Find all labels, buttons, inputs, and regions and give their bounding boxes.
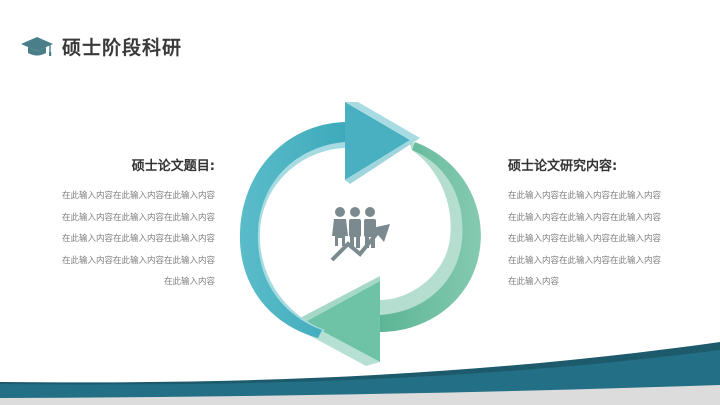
text-line: 在此输入内容在此输入内容在此输入内容 xyxy=(508,191,662,201)
team-growth-icon xyxy=(330,207,390,262)
bottom-arrow-inner-face xyxy=(380,140,467,318)
text-line: 在此输入内容在此输入内容在此输入内容 xyxy=(61,191,215,201)
text-line: 在此输入内容在此输入内容在此输入内容 xyxy=(508,212,662,223)
bottom-arrow-body xyxy=(380,142,481,332)
text-line: 在此输入内容 xyxy=(508,277,560,287)
graduation-cap-icon xyxy=(21,36,53,56)
bottom-arrow-head xyxy=(305,281,380,362)
section-heading: 硕士论文研究内容: xyxy=(508,159,618,174)
text-line: 在此输入内容在此输入内容在此输入内容 xyxy=(508,255,662,266)
text-line: 在此输入内容在此输入内容在此输入内容 xyxy=(61,234,215,244)
thesis-title-section: 硕士论文题目: 在此输入内容在此输入内容在此输入内容 在此输入内容在此输入内容在… xyxy=(35,158,215,299)
cycle-arrows-graphic xyxy=(239,102,481,366)
section-heading: 硕士论文题目: xyxy=(131,159,215,174)
research-content-section: 硕士论文研究内容: 在此输入内容在此输入内容在此输入内容 在此输入内容在此输入内… xyxy=(508,158,688,299)
top-arrow-head-bevel xyxy=(345,102,420,140)
text-line: 在此输入内容在此输入内容在此输入内容 xyxy=(61,212,215,223)
top-arrow-body xyxy=(239,122,345,338)
page-title: 硕士阶段科研 xyxy=(62,37,183,59)
top-arrow-head xyxy=(345,102,410,180)
text-line: 在此输入内容 xyxy=(163,277,215,287)
text-line: 在此输入内容在此输入内容在此输入内容 xyxy=(508,234,662,244)
text-line: 在此输入内容在此输入内容在此输入内容 xyxy=(61,255,215,266)
footer-wave xyxy=(0,342,720,405)
slide-header: 硕士阶段科研 xyxy=(20,33,182,60)
